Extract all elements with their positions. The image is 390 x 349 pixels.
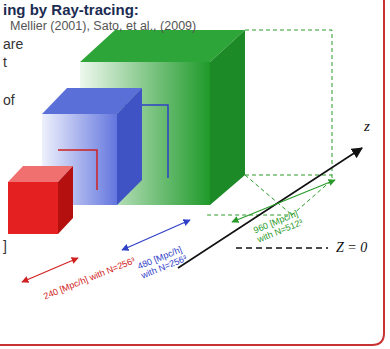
cut-text: ]	[3, 238, 7, 254]
axis-label: Z = 0	[336, 240, 367, 256]
size-arrow	[22, 258, 78, 282]
size-label: 960 [Mpc/h] with N=512³	[252, 202, 319, 245]
panel-border	[0, 0, 384, 345]
red-cube	[8, 166, 73, 234]
citation: Mellier (2001), Sato, et al., (2009)	[10, 19, 196, 33]
cut-text: of	[3, 92, 15, 108]
cut-text: t	[3, 54, 7, 70]
z-axis	[178, 148, 362, 268]
z0-dashed-line	[236, 247, 328, 248]
size-label: 480 [Mpc/h] with N=256³	[136, 238, 203, 281]
dashed-cube	[205, 30, 332, 215]
slide-title: ing by Ray-tracing:	[3, 1, 139, 18]
cut-text: are	[3, 36, 23, 52]
axis-label: z	[364, 118, 370, 135]
